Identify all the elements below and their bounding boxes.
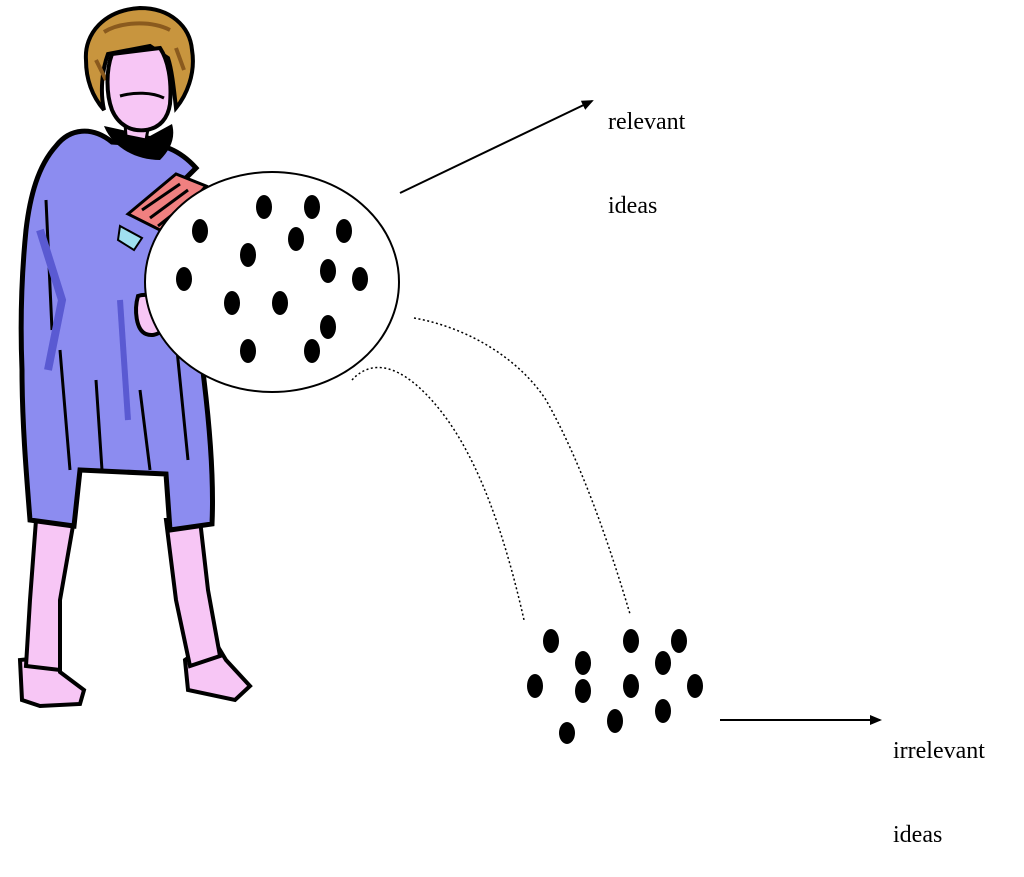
idea-dot	[304, 195, 320, 219]
idea-dot	[240, 339, 256, 363]
idea-dot	[176, 267, 192, 291]
irrelevant-label-line1: irrelevant	[893, 738, 985, 764]
face-icon	[105, 45, 173, 133]
dotted-trajectory-left	[351, 366, 525, 621]
dotted-trajectory-right	[413, 317, 631, 615]
idea-dot	[192, 219, 208, 243]
diagram-canvas	[17, 5, 882, 744]
clipboard-icon	[116, 172, 209, 252]
idea-dot	[256, 195, 272, 219]
idea-dot	[272, 291, 288, 315]
fallen-dot	[655, 699, 671, 723]
fallen-dot	[575, 679, 591, 703]
idea-dot	[352, 267, 368, 291]
fallen-dot	[527, 674, 543, 698]
idea-dot	[224, 291, 240, 315]
fallen-dot	[623, 629, 639, 653]
right-leg-icon	[163, 518, 223, 669]
fallen-dot	[607, 709, 623, 733]
hair-icon	[83, 5, 195, 113]
fallen-dot	[687, 674, 703, 698]
idea-dot	[336, 219, 352, 243]
idea-dots-cluster	[176, 195, 368, 363]
idea-dot	[304, 339, 320, 363]
fallen-dot	[623, 674, 639, 698]
collar-icon	[104, 124, 174, 160]
irrelevant-ideas-label: irrelevant ideas	[893, 681, 985, 877]
idea-dot	[288, 227, 304, 251]
fallen-dot	[671, 629, 687, 653]
relevant-label-line2: ideas	[608, 193, 658, 219]
ideas-circle	[144, 171, 400, 393]
idea-dot	[320, 315, 336, 339]
idea-dot	[320, 259, 336, 283]
fallen-dot	[543, 629, 559, 653]
fallen-dot	[655, 651, 671, 675]
fallen-dot	[559, 722, 575, 744]
relevant-label-line1: relevant	[608, 109, 686, 135]
fallen-dot	[575, 651, 591, 675]
relevant-arrow	[399, 100, 594, 194]
relevant-ideas-label: relevant ideas	[608, 52, 685, 248]
left-leg-icon	[23, 518, 77, 673]
fallen-dots-cluster	[527, 629, 703, 744]
idea-dot	[240, 243, 256, 267]
irrelevant-label-line2: ideas	[893, 822, 943, 848]
